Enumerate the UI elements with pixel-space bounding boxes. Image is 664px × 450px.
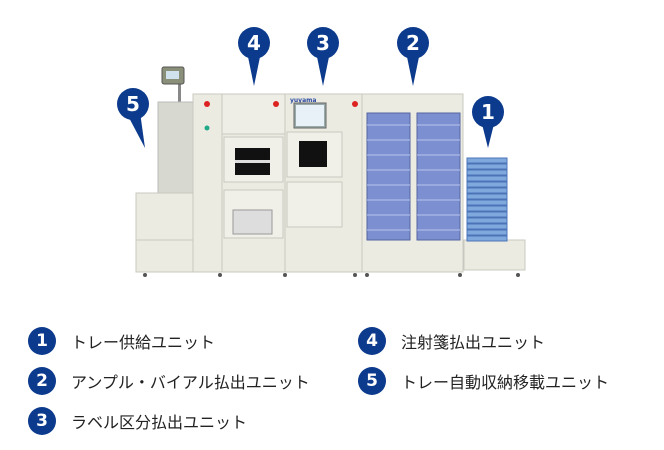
number-badge: 2: [28, 367, 56, 395]
marker-5: 5: [117, 88, 149, 148]
number-badge: 4: [358, 327, 386, 355]
marker-4: 4: [238, 27, 270, 86]
svg-text:1: 1: [481, 100, 495, 124]
unit-3: yuyama: [284, 93, 363, 273]
unit-5: [135, 66, 223, 273]
legend-label: アンプル・バイアル払出ユニット: [71, 373, 310, 392]
number-badge: 3: [28, 407, 56, 435]
machine-illustration: yuyama: [117, 27, 526, 277]
marker-1: 1: [472, 96, 504, 148]
marker-2: 2: [397, 27, 429, 86]
legend-item-5: 5 トレー自動収納移載ユニット: [358, 366, 609, 396]
unit-4: [221, 93, 286, 273]
unit-2: [361, 93, 464, 273]
legend-item-3: 3 ラベル区分払出ユニット: [28, 406, 247, 436]
legend-label: 注射箋払出ユニット: [401, 333, 546, 352]
legend-label: トレー自動収納移載ユニット: [401, 373, 610, 392]
legend-label: ラベル区分払出ユニット: [71, 413, 248, 432]
legend-item-2: 2 アンプル・バイアル払出ユニット: [28, 366, 310, 396]
casters: [143, 273, 520, 277]
legend-item-4: 4 注射箋払出ユニット: [358, 326, 545, 356]
svg-text:5: 5: [126, 92, 140, 116]
legend-item-1: 1 トレー供給ユニット: [28, 326, 215, 356]
number-badge: 5: [358, 367, 386, 395]
svg-text:4: 4: [247, 31, 261, 55]
unit-1: [463, 157, 526, 271]
svg-text:3: 3: [316, 31, 330, 55]
legend-label: トレー供給ユニット: [71, 333, 216, 352]
number-badge: 1: [28, 327, 56, 355]
marker-3: 3: [307, 27, 339, 86]
brand-logo: yuyama: [290, 97, 316, 104]
svg-text:2: 2: [406, 31, 420, 55]
